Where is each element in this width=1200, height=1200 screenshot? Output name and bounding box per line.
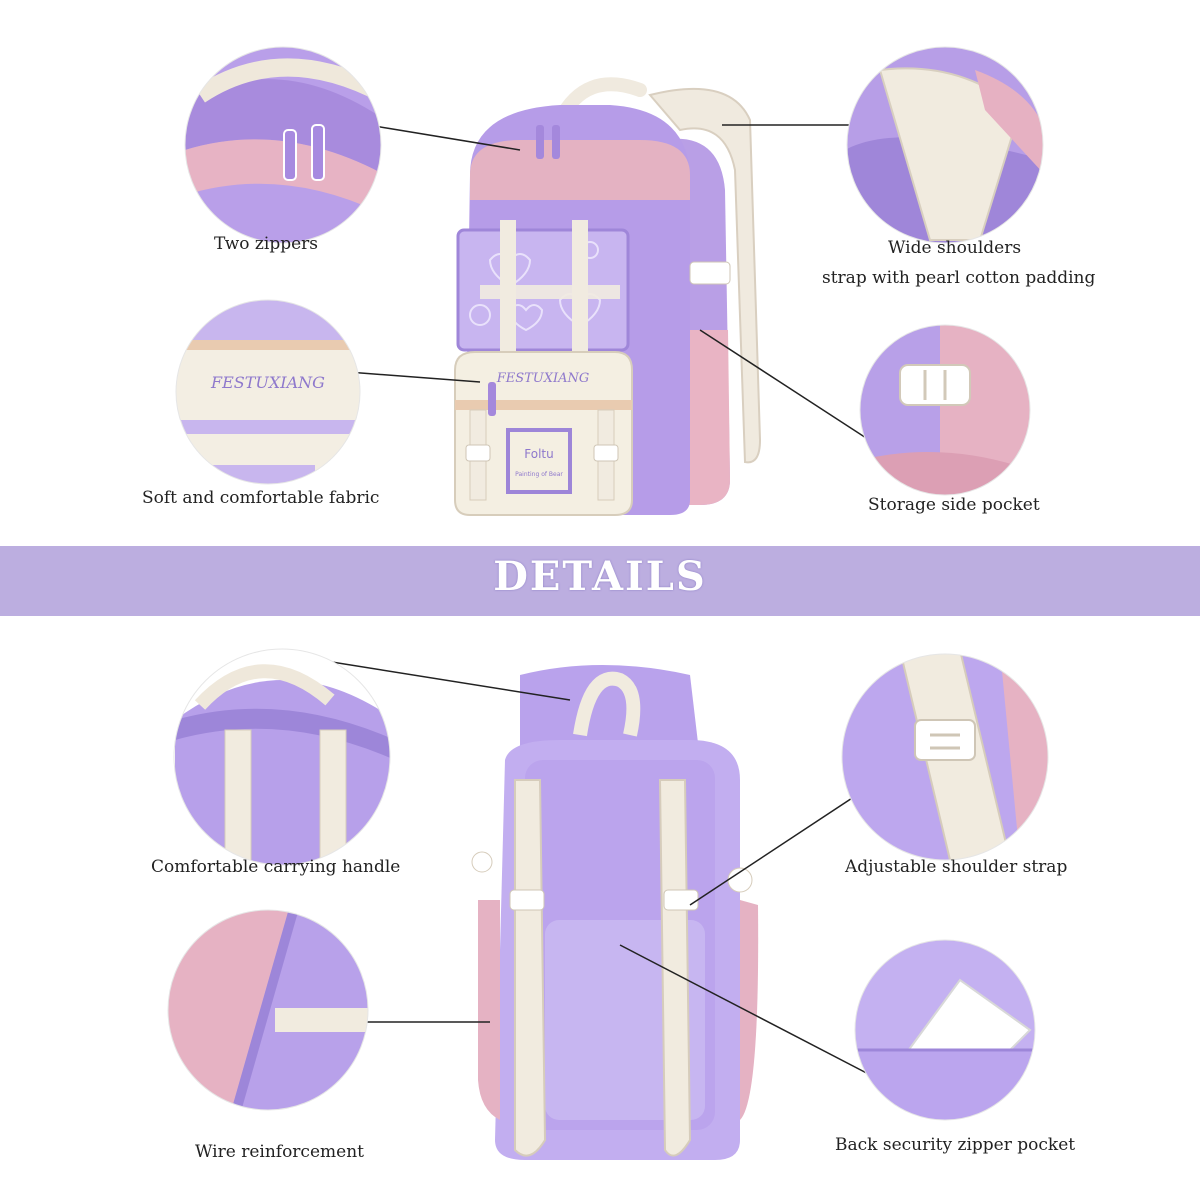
detail-circle-soft-fabric: FESTUXIANG: [176, 300, 360, 484]
detail-circle-storage-pocket: [860, 325, 1030, 495]
front-logo: Foltu: [524, 447, 553, 461]
circle-frame: [841, 653, 1049, 861]
label-wire-reinforcement: Wire reinforcement: [195, 1142, 364, 1162]
detail-circle-two-zippers: [185, 47, 381, 243]
circle-frame: [173, 648, 391, 866]
label-two-zippers: Two zippers: [214, 234, 318, 254]
back-backpack: [471, 665, 759, 1160]
label-carrying-handle: Comfortable carrying handle: [151, 857, 401, 877]
label-storage-pocket: Storage side pocket: [868, 495, 1040, 515]
label-wide-shoulders: Wide shoulders: [888, 238, 1022, 258]
circle-frame: [854, 939, 1036, 1121]
circle-frame: [167, 909, 369, 1111]
details-banner: [0, 546, 1200, 616]
label-adjustable-strap: Adjustable shoulder strap: [845, 857, 1068, 877]
circle-frame: [846, 46, 1044, 244]
label-back-pocket: Back security zipper pocket: [835, 1135, 1076, 1155]
label-wide-shoulders-detail: strap with pearl cotton padding: [822, 268, 1096, 288]
label-soft-fabric: Soft and comfortable fabric: [142, 488, 380, 508]
detail-circle-wide-shoulders: [847, 47, 1043, 243]
embroidery-zoom: FESTUXIANG: [210, 373, 325, 392]
circle-frame: [184, 46, 382, 244]
front-backpack: FESTUXIANG Foltu Painting of Bear: [454, 77, 762, 516]
circle-frame: [175, 299, 361, 485]
detail-circle-carrying-handle: [174, 649, 390, 865]
detail-circle-wire-reinforcement: [168, 910, 368, 1110]
circle-frame: [859, 324, 1031, 496]
detail-circle-back-pocket: [855, 940, 1035, 1120]
embroidery-text: FESTUXIANG: [496, 371, 590, 386]
banner-title: DETAILS: [493, 553, 707, 600]
front-tag: Painting of Bear: [515, 471, 563, 478]
